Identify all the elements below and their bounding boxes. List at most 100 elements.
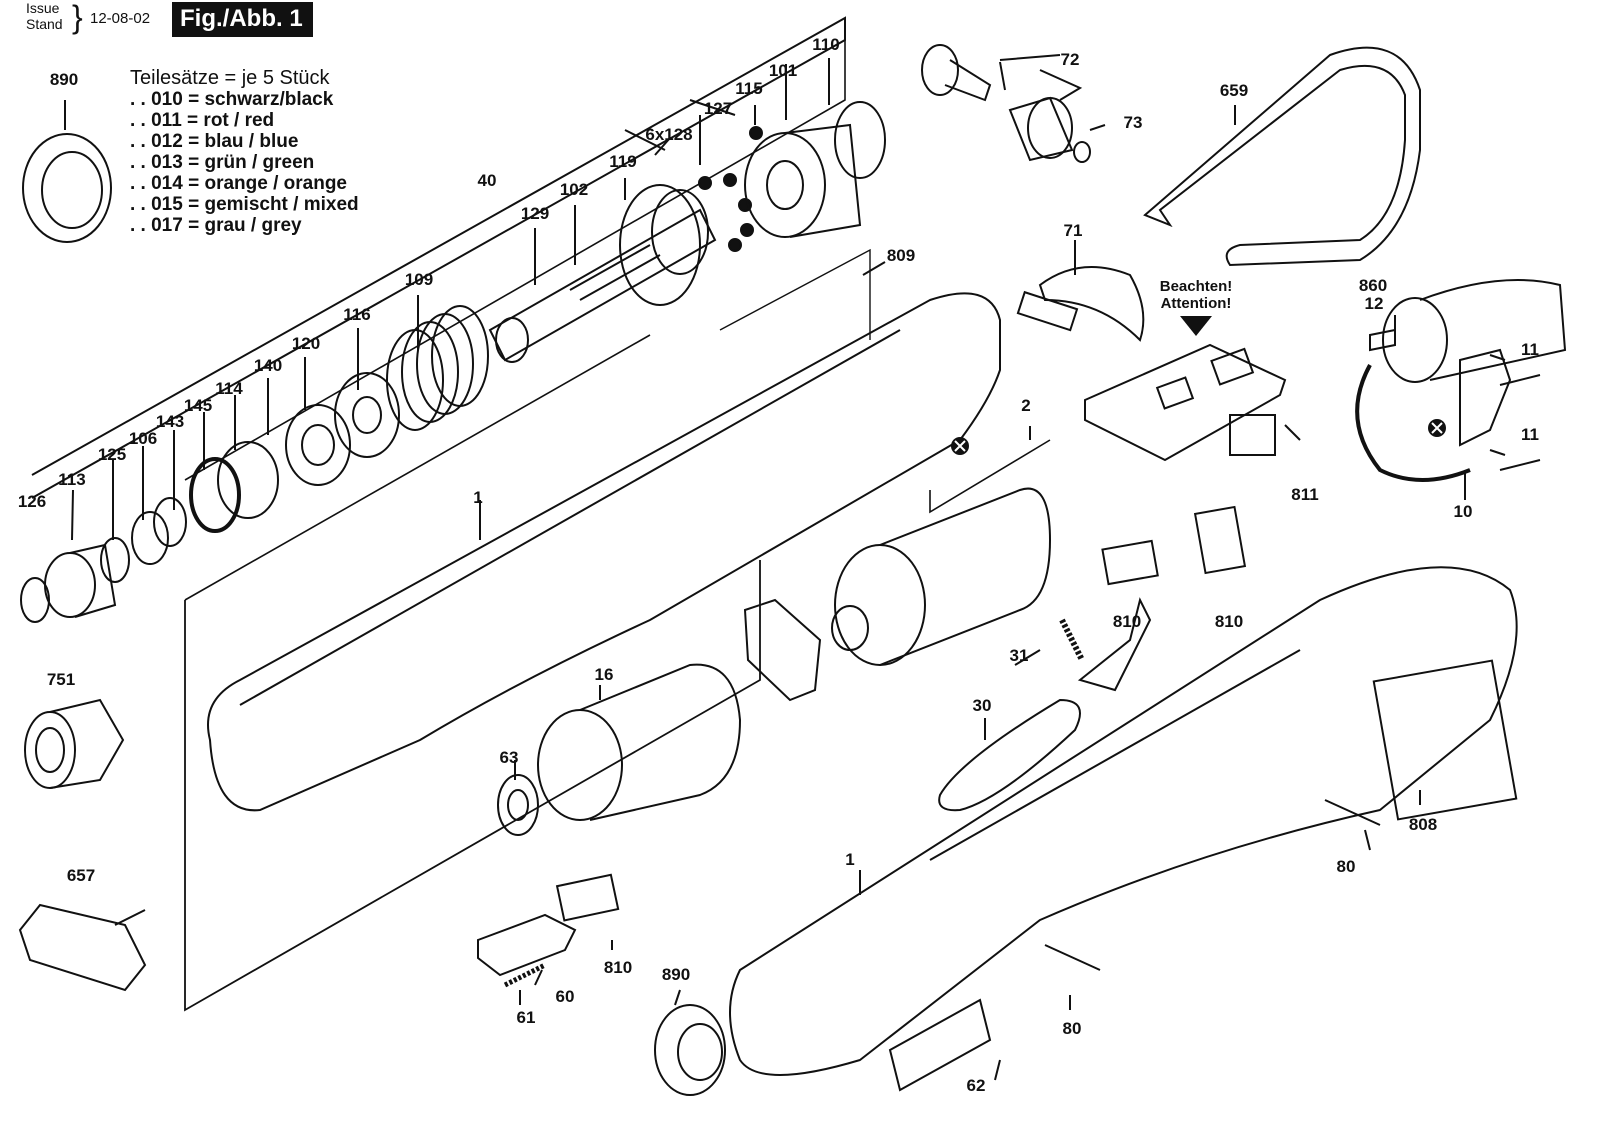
part-label: 143 (155, 412, 185, 431)
part-label: 145 (183, 396, 213, 415)
issue-stand-label: Issue Stand (26, 0, 63, 32)
spring-106-icon (131, 511, 169, 565)
part-label: 657 (66, 866, 96, 885)
bushing-751-icon (24, 698, 125, 789)
part-label: 30 (972, 696, 992, 715)
x-marker-icon (951, 419, 1446, 455)
part-label: 62 (966, 1076, 986, 1095)
part-label: 809 (886, 246, 916, 265)
legend-row: . . 014 = orange / orange (130, 173, 347, 194)
part-label: 810 (1112, 612, 1142, 631)
part-label: 113 (58, 470, 86, 489)
legend-row: . . 015 = gemischt / mixed (130, 194, 359, 215)
part-label: 6x128 (645, 125, 693, 144)
part-label: 808 (1408, 815, 1438, 834)
part-label: 31 (1009, 646, 1029, 665)
oring-73-icon (1073, 141, 1091, 163)
legend-row: . . 011 = rot / red (130, 110, 275, 131)
attention-en: Attention! (1160, 295, 1232, 312)
ring-110-icon (834, 101, 886, 179)
legend-row: . . 012 = blau / blue (130, 131, 299, 152)
part-label: 860 (1358, 276, 1388, 295)
chuck-72-icon (921, 44, 1074, 162)
part-label: 60 (555, 987, 575, 1006)
part-label: 40 (477, 171, 497, 190)
part-label: 125 (97, 445, 127, 464)
plug-860-icon (1369, 279, 1567, 383)
part-label: 751 (46, 670, 76, 689)
clutch-101-icon (744, 123, 862, 238)
part-label: 126 (17, 492, 47, 511)
part-label: 659 (1219, 81, 1249, 100)
bushing-113-icon (44, 543, 117, 618)
part-label: 114 (215, 379, 243, 398)
microswitch-810-icon (1101, 539, 1159, 586)
hex-key-657-icon (18, 903, 147, 992)
flange-119-icon (619, 184, 701, 306)
housing-half-1-upper-icon (207, 292, 1001, 812)
figure-title: Fig./Abb. 1 (172, 2, 313, 37)
stand-label: Stand (26, 16, 63, 32)
disc-116-icon (334, 372, 400, 458)
cover-62-icon (888, 998, 992, 1092)
holder-71-icon (1038, 266, 1145, 342)
part-label: 110 (812, 35, 840, 54)
part-label: 811 (1291, 485, 1319, 504)
legend-row: . . 017 = grau / grey (130, 215, 302, 236)
part-label: 106 (128, 429, 158, 448)
part-label: 80 (1062, 1019, 1082, 1038)
motor-2-icon (831, 487, 1052, 666)
legend-row: . . 010 = schwarz/black (130, 89, 334, 110)
trigger-30-icon (938, 698, 1081, 812)
part-label: 72 (1060, 50, 1080, 69)
part-label: 115 (735, 79, 763, 98)
part-label: 10 (1453, 502, 1473, 521)
cover-808-icon (1372, 659, 1518, 821)
part-label: 73 (1123, 113, 1143, 132)
bracket-icon (743, 598, 822, 702)
attention-arrow-icon (1180, 316, 1212, 336)
issue-date: 12-08-02 (90, 10, 151, 27)
cable-659-icon (1143, 46, 1421, 267)
part-label: 127 (703, 99, 733, 118)
part-label: 1 (845, 850, 855, 869)
cover-10-icon (1459, 348, 1512, 447)
motor-16-icon (537, 663, 742, 821)
spring-31-icon (1059, 618, 1085, 662)
balls-128-icon (698, 126, 763, 252)
part-label: 101 (768, 61, 798, 80)
spindle-102-icon (488, 208, 717, 363)
part-label: 116 (343, 305, 371, 324)
part-label: 890 (49, 70, 79, 89)
legend-title: Teilesätze = je 5 Stück (130, 67, 330, 89)
ring-143-icon (153, 497, 187, 547)
slider-60-icon (477, 913, 577, 977)
oring-145-icon (189, 457, 241, 533)
ring-126-icon (20, 577, 50, 623)
part-label: 16 (594, 665, 614, 684)
part-label: 61 (516, 1008, 536, 1027)
header: Issue Stand } 12-08-02 Fig./Abb. 1 (0, 0, 340, 40)
ring-140-icon (217, 441, 279, 519)
part-label: 129 (520, 204, 550, 223)
brace-glyph: } (72, 0, 83, 35)
part-label: 63 (499, 748, 519, 767)
assembly-frame-lower (184, 560, 761, 1012)
part-label: 109 (404, 270, 434, 289)
issue-label: Issue (26, 0, 60, 16)
part-label: 1 (473, 488, 483, 507)
legend-row: . . 013 = grün / green (130, 152, 315, 173)
attention-de: Beachten! (1159, 278, 1233, 295)
washer-125-icon (100, 537, 130, 583)
ring-890-lower-icon (654, 1004, 726, 1096)
part-label: 12 (1364, 294, 1384, 313)
part-label: 11 (1521, 425, 1539, 444)
switch-box-icon (1229, 414, 1276, 456)
part-label: 119 (609, 152, 637, 171)
gear-120-icon (285, 404, 351, 486)
attention-note: Beachten! Attention! (1160, 278, 1233, 312)
spring-61-icon (503, 962, 547, 988)
assembly-frame-upper (31, 16, 846, 499)
spring-109-icon (386, 305, 489, 431)
